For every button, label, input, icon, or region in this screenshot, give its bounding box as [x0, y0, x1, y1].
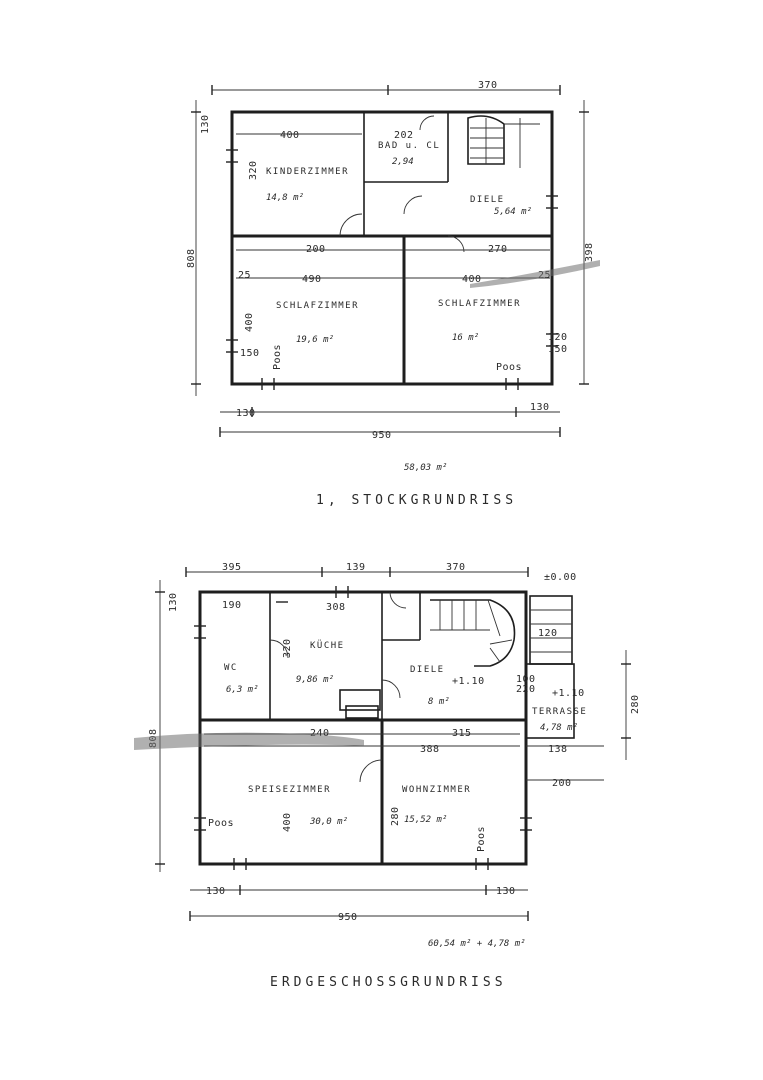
lower-dim-terrace-w-label: 138	[548, 744, 568, 755]
upper-room-diele: DIELE	[470, 195, 505, 205]
upper-outer-wall	[230, 110, 554, 386]
upper-dim-small1-label: 25	[238, 270, 251, 281]
lower-window-marks	[194, 586, 532, 870]
lower-dim-w2-label: 308	[326, 602, 346, 613]
lower-door-arc-1	[359, 759, 383, 783]
upper-area-schlafzimmer-2: 16 m²	[452, 333, 479, 343]
lower-dim-mid3-label: 388	[420, 744, 440, 755]
lower-kitchen-counter	[339, 689, 381, 711]
upper-floor-plan: 370 400 202 130 320 KINDERZIMMER 14,8 m²…	[186, 80, 600, 508]
upper-dim-right-label: 398	[584, 242, 595, 262]
upper-dim-bad-label: 202	[394, 130, 414, 141]
lower-outer-wall	[198, 590, 528, 866]
lower-room-wc: WC	[224, 663, 238, 673]
upper-dim-kinder-h-label: 320	[248, 160, 259, 180]
lower-door-arc-3	[381, 679, 401, 699]
upper-floor-title: 1, STOCKGRUNDRISS	[316, 493, 517, 508]
upper-door-arc-4	[419, 115, 435, 131]
upper-dim-s-h-label: 400	[244, 312, 255, 332]
upper-window-marks	[226, 149, 558, 390]
lower-total-area: 60,54 m² + 4,78 m²	[428, 939, 526, 949]
lower-room-diele: DIELE	[410, 665, 445, 675]
lower-diele-level-label: +1.10	[452, 676, 485, 687]
upper-dim-kinder-label: 400	[280, 130, 300, 141]
upper-dim-s1-label: 490	[302, 274, 322, 285]
lower-tr1-label: 220	[516, 684, 536, 695]
upper-total-area: 58,03 m²	[404, 463, 447, 473]
upper-win1-label: 120	[548, 332, 568, 343]
lower-dim-s-h-label: 400	[282, 812, 293, 832]
lower-dim-bottom-left-label: 130	[206, 886, 226, 897]
lower-dim-mid2-label: 315	[452, 728, 472, 739]
upper-scan-smudge	[470, 260, 600, 288]
upper-door-arc-1	[339, 213, 363, 237]
lower-dim-w1-label: 190	[222, 600, 242, 611]
lower-staircase	[430, 599, 516, 667]
upper-dim-bottom-left-label: 130	[236, 408, 256, 419]
upper-area-schlafzimmer-1: 19,6 m²	[296, 335, 334, 345]
upper-dim-bottom-right-label: 130	[530, 402, 550, 413]
lower-dim-terrace-w2-label: 200	[552, 778, 572, 789]
lower-dim-left-top-label: 130	[168, 592, 179, 612]
upper-area-diele: 5,64 m²	[494, 207, 532, 217]
lower-dim-bottom-right-label: 130	[496, 886, 516, 897]
lower-area-wc: 6,3 m²	[226, 685, 259, 695]
lower-floor-plan: 395 139 370 ±0.00 130 190 308 320 KÜCHE …	[134, 562, 641, 990]
upper-area-bad: 2,94	[392, 157, 414, 167]
lower-area-diele: 8 m²	[428, 697, 450, 707]
lower-floor-title: ERDGESCHOSSGRUNDRISS	[270, 975, 507, 990]
lower-dim-top3-label: 370	[446, 562, 466, 573]
lower-post-2: Poos	[476, 826, 487, 852]
upper-dim-top-label: 370	[478, 80, 498, 91]
lower-room-terrasse: TERRASSE	[532, 707, 587, 717]
upper-room-schlafzimmer-1: SCHLAFZIMMER	[276, 301, 359, 311]
lower-dim-kuche-h-label: 320	[282, 638, 293, 658]
upper-dim-s2-label: 400	[462, 274, 482, 285]
lower-area-wohnzimmer: 15,52 m²	[404, 815, 447, 825]
upper-room-bad: BAD u. CL	[378, 141, 440, 151]
lower-room-wohnzimmer: WOHNZIMMER	[402, 785, 471, 795]
lower-dim-right-label: 280	[630, 694, 641, 714]
lower-dim-mid1-label: 240	[310, 728, 330, 739]
lower-dim-w-h-label: 280	[390, 806, 401, 826]
lower-room-kuche: KÜCHE	[310, 640, 345, 651]
lower-area-terrasse: 4,78 m²	[540, 723, 578, 733]
upper-area-kinderzimmer: 14,8 m²	[266, 193, 304, 203]
lower-level-label: ±0.00	[544, 572, 577, 583]
upper-dim-left-label: 808	[186, 248, 197, 268]
upper-staircase	[467, 115, 540, 168]
upper-room-schlafzimmer-2: SCHLAFZIMMER	[438, 299, 521, 309]
upper-door-arc-3	[403, 195, 423, 215]
lower-terrace-steps	[529, 595, 573, 665]
lower-dim-total-label: 950	[338, 912, 358, 923]
lower-door-arc-4	[389, 591, 407, 609]
lower-area-kuche: 9,86 m²	[296, 675, 334, 685]
upper-post-2: Poos	[496, 362, 522, 373]
lower-stair-w-label: 120	[538, 628, 558, 639]
lower-door-arc-2	[269, 639, 289, 659]
upper-dim-mid-right-label: 270	[488, 244, 508, 255]
lower-dim-top1-label: 395	[222, 562, 242, 573]
upper-post-1: Poos	[272, 344, 283, 370]
lower-room-speisezimmer: SPEISEZIMMER	[248, 785, 331, 795]
lower-tr2-label: 100	[516, 674, 536, 685]
lower-scan-smudge	[134, 732, 364, 750]
lower-post-1: Poos	[208, 818, 234, 829]
lower-area-speisezimmer: 30,0 m²	[309, 817, 348, 827]
lower-dim-top2-label: 139	[346, 562, 366, 573]
upper-dim-total-label: 950	[372, 430, 392, 441]
upper-dim-left-top-label: 130	[200, 114, 211, 134]
lower-stove	[345, 705, 379, 719]
upper-dim-mid-left-label: 200	[306, 244, 326, 255]
upper-win3-label: 150	[240, 348, 260, 359]
upper-win2-label: 150	[548, 344, 568, 355]
lower-terrace-level-label: +1.10	[552, 688, 585, 699]
upper-room-kinderzimmer: KINDERZIMMER	[266, 167, 349, 177]
